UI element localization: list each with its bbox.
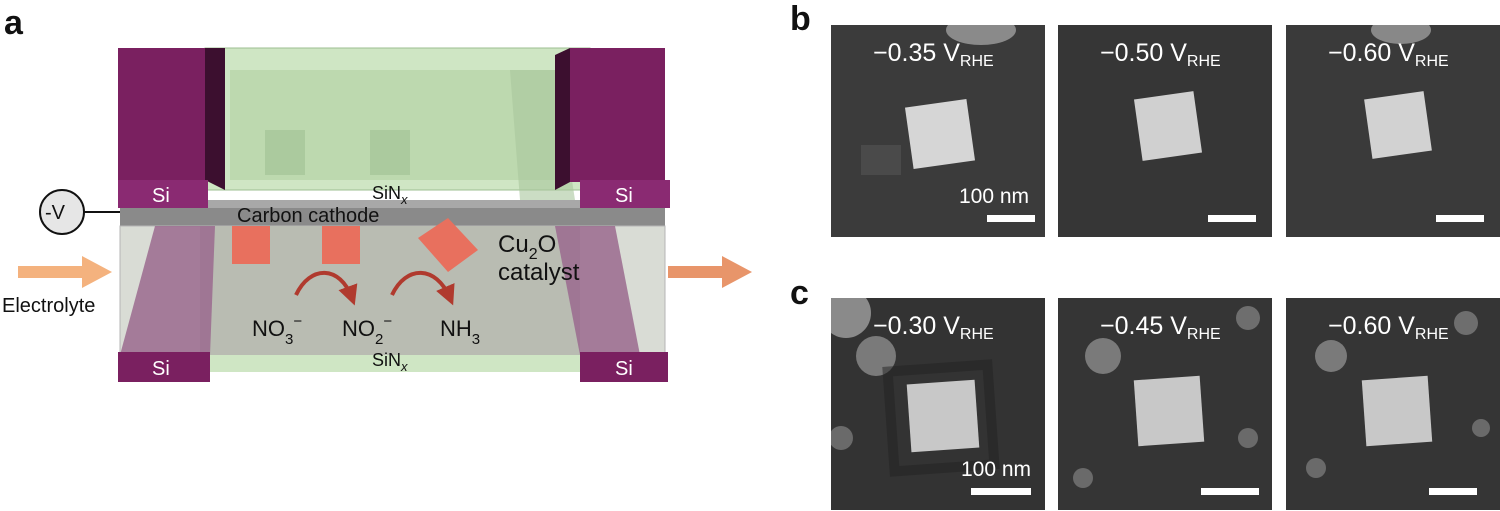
ammonia-label: NH3: [440, 316, 480, 348]
scale-bar: [1429, 488, 1477, 495]
si-label: Si: [615, 358, 633, 380]
nanocube: [1133, 91, 1203, 161]
si-label: Si: [615, 185, 633, 207]
tem-image-b1: −0.35 VRHE 100 nm: [831, 25, 1045, 237]
catalyst-particle: [232, 226, 270, 264]
reaction-arrow: [294, 270, 358, 306]
catalyst-particle: [322, 226, 360, 264]
sinx-bottom-label: SiNx: [372, 350, 408, 374]
nanocube: [904, 98, 976, 170]
sinx-top-label: SiNx: [372, 183, 408, 207]
tem-image-b2: −0.50 VRHE: [1058, 25, 1272, 237]
nanocube: [1361, 375, 1433, 447]
nanocube: [906, 379, 980, 453]
scale-bar: [971, 488, 1031, 495]
tem-image-c1: −0.30 VRHE 100 nm: [831, 298, 1045, 510]
tem-image-c3: −0.60 VRHE: [1286, 298, 1500, 510]
si-label: Si: [152, 185, 170, 207]
nanocube: [1364, 91, 1432, 159]
carbon-cathode-layer: [120, 208, 665, 226]
panel-label-c: c: [790, 274, 809, 312]
silicon-bottom-left: [118, 352, 210, 382]
electrolyte-label: Electrolyte: [2, 295, 95, 317]
carbon-cathode-label: Carbon cathode: [237, 205, 379, 227]
scale-bar-label: 100 nm: [959, 185, 1030, 208]
nanocube: [1133, 375, 1205, 447]
potential-label: −0.45 VRHE: [1100, 312, 1221, 343]
catalyst-label: Cu2O: [498, 231, 556, 263]
catalyst-particle: [418, 218, 478, 272]
tem-image-c2: −0.45 VRHE: [1058, 298, 1272, 510]
flow-cell-schematic: Si Si Si Si SiNx Carbon cathode -V Elect…: [2, 47, 752, 382]
flow-out-arrow: [668, 256, 752, 288]
scale-bar-label: 100 nm: [961, 458, 1032, 481]
silicon-top-left: [118, 48, 205, 180]
silicon-bottom-right: [580, 352, 668, 382]
scale-bar: [987, 215, 1035, 222]
catalyst-label-2: catalyst: [498, 259, 580, 286]
scale-bar: [1201, 488, 1259, 495]
panel-label-a: a: [4, 4, 23, 42]
nitrate-label: NO3−: [252, 313, 302, 348]
potential-label: −0.60 VRHE: [1328, 39, 1449, 70]
tem-image-b3: −0.60 VRHE: [1286, 25, 1500, 237]
scale-bar: [1436, 215, 1484, 222]
potential-label: −0.50 VRHE: [1100, 39, 1221, 70]
flow-in-arrow: [18, 256, 112, 288]
nitrite-label: NO2−: [342, 313, 392, 348]
reaction-arrow: [390, 270, 455, 306]
voltage-source-icon: [39, 189, 85, 235]
scale-bar: [1208, 215, 1256, 222]
potential-label: −0.30 VRHE: [873, 312, 994, 343]
panel-label-b: b: [790, 0, 811, 38]
si-label: Si: [152, 358, 170, 380]
potential-label: −0.35 VRHE: [873, 39, 994, 70]
potential-label: −0.60 VRHE: [1328, 312, 1449, 343]
voltage-label: -V: [45, 202, 66, 224]
silicon-top-right: [570, 48, 665, 182]
